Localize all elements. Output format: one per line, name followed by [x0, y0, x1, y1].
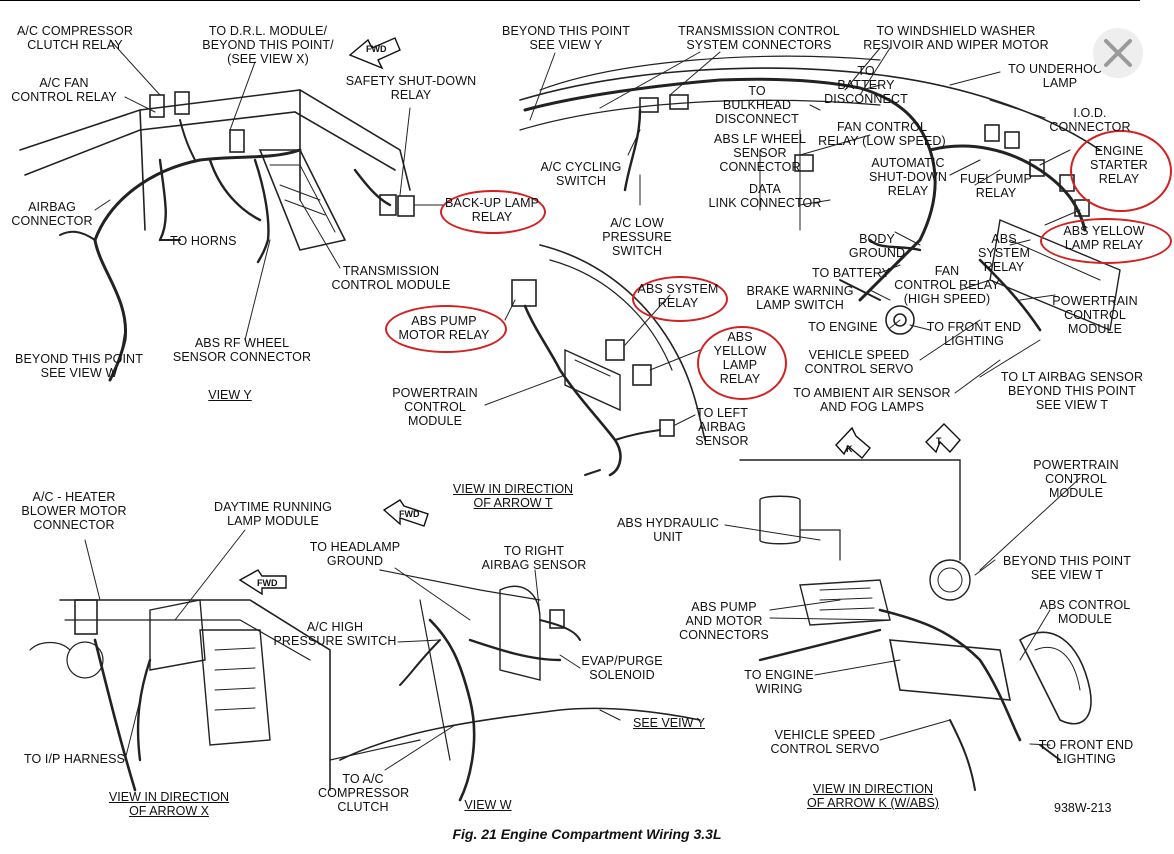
label-to-drl-module: TO D.R.L. MODULE/ BEYOND THIS POINT/ (SE… [202, 24, 334, 66]
label-vehicle-speed-servo-k: VEHICLE SPEED CONTROL SERVO [770, 728, 880, 756]
label-ac-compressor-clutch-relay: A/C COMPRESSOR CLUTCH RELAY [17, 24, 133, 52]
see-view-y-link: SEE VEIW Y [632, 716, 705, 730]
label-abs-system-relay-t: ABS SYSTEM RELAY [978, 232, 1030, 274]
label-abs-lf-wheel-sensor: ABS LF WHEEL SENSOR CONNECTOR [713, 132, 807, 174]
label-drl-module: DAYTIME RUNNING LAMP MODULE [214, 500, 332, 528]
arrow-t-label: T [936, 436, 942, 446]
label-transmission-system-connectors: TRANSMISSION CONTROL SYSTEM CONNECTORS [678, 24, 840, 52]
label-safety-shutdown-relay: SAFETY SHUT-DOWN RELAY [345, 74, 477, 102]
label-beyond-view-t: BEYOND THIS POINT SEE VIEW T [1003, 554, 1131, 582]
view-y-title: VIEW Y [208, 388, 252, 402]
label-backup-lamp-relay: BACK-UP LAMP RELAY [444, 196, 540, 224]
annotation-circle-abs-yellow-lamp-relay-t [1040, 218, 1172, 264]
label-vehicle-speed-servo-t: VEHICLE SPEED CONTROL SERVO [804, 348, 914, 376]
figure-caption: Fig. 21 Engine Compartment Wiring 3.3L [452, 826, 722, 842]
fwd-label: FWD [399, 509, 420, 519]
annotation-circle-abs-pump-motor-relay [385, 305, 507, 353]
fwd-label: FWD [257, 578, 278, 588]
label-ac-high-pressure-switch: A/C HIGH PRESSURE SWITCH [273, 620, 397, 648]
figure-code: 938W-213 [1054, 801, 1112, 815]
label-to-windshield-washer: TO WINDSHIELD WASHER RESIVOIR AND WIPER … [863, 24, 1049, 52]
label-abs-control-module: ABS CONTROL MODULE [1039, 598, 1131, 626]
label-body-ground: BODY GROUND [848, 232, 906, 260]
label-to-horns: TO HORNS [170, 234, 237, 248]
label-beyond-view-y: BEYOND THIS POINT SEE VIEW Y [502, 24, 630, 52]
annotation-circle-abs-system-relay [632, 276, 728, 322]
fwd-arrow-icon [238, 37, 961, 596]
label-to-bulkhead-disconnect: TO BULKHEAD DISCONNECT [715, 84, 799, 126]
label-to-underhood-lamp: TO UNDERHOOD LAMP [1008, 62, 1112, 90]
label-abs-pump-motor-connectors: ABS PUMP AND MOTOR CONNECTORS [679, 600, 769, 642]
label-to-front-end-lighting-t: TO FRONT END LIGHTING [926, 320, 1022, 348]
label-to-lt-airbag-sensor: TO LT AIRBAG SENSOR BEYOND THIS POINT SE… [1000, 370, 1144, 412]
label-to-battery: TO BATTERY [811, 266, 891, 280]
label-airbag-connector: AIRBAG CONNECTOR [11, 200, 93, 228]
label-data-link-connector: DATA LINK CONNECTOR [708, 182, 822, 210]
label-abs-system-relay-c: ABS SYSTEM RELAY [637, 282, 719, 310]
label-ac-cycling-switch: A/C CYCLING SWITCH [540, 160, 622, 188]
view-arrow-t-title: VIEW IN DIRECTION OF ARROW T [452, 482, 574, 510]
close-button[interactable] [1093, 28, 1143, 78]
label-engine-starter-relay: ENGINE STARTER RELAY [1090, 144, 1148, 186]
label-fan-control-relay-high: FAN CONTROL RELAY (HIGH SPEED) [894, 264, 1000, 306]
label-to-battery-disconnect: TO BATTERY DISCONNECT [824, 64, 908, 106]
label-to-left-airbag-sensor: TO LEFT AIRBAG SENSOR [695, 406, 749, 448]
label-powertrain-control-module-k: POWERTRAIN CONTROL MODULE [1033, 458, 1119, 500]
label-to-ac-compressor-clutch: TO A/C COMPRESSOR CLUTCH [318, 772, 410, 814]
label-to-ip-harness: TO I/P HARNESS [24, 752, 125, 766]
label-automatic-shutdown-relay: AUTOMATIC SHUT-DOWN RELAY [869, 156, 947, 198]
label-ac-low-pressure-switch: A/C LOW PRESSURE SWITCH [602, 216, 672, 258]
label-fuel-pump-relay: FUEL PUMP RELAY [960, 172, 1032, 200]
label-powertrain-control-module-t: POWERTRAIN CONTROL MODULE [1052, 294, 1138, 336]
label-pcm-center: POWERTRAIN CONTROL MODULE [392, 386, 478, 428]
label-ac-heater-blower-connector: A/C - HEATER BLOWER MOTOR CONNECTOR [21, 490, 127, 532]
view-arrow-x-title: VIEW IN DIRECTION OF ARROW X [108, 790, 230, 818]
label-to-headlamp-ground: TO HEADLAMP GROUND [309, 540, 401, 568]
fwd-label: FWD [366, 44, 387, 54]
arrow-k-label: K [846, 444, 853, 454]
label-fan-control-relay-low: FAN CONTROL RELAY (LOW SPEED) [818, 120, 946, 148]
view-w-title: VIEW W [464, 798, 512, 812]
label-transmission-control-module: TRANSMISSION CONTROL MODULE [331, 264, 451, 292]
label-abs-yellow-lamp-relay-c: ABS YELLOW LAMP RELAY [713, 330, 767, 386]
label-ac-fan-control-relay: A/C FAN CONTROL RELAY [11, 76, 117, 104]
label-abs-yellow-lamp-relay-t: ABS YELLOW LAMP RELAY [1063, 224, 1145, 252]
top-border [0, 0, 1140, 1]
arrow-direction-labels: FWD FWD FWD K T [257, 44, 942, 588]
label-abs-hydraulic-unit: ABS HYDRAULIC UNIT [616, 516, 720, 544]
annotation-circle-backup-lamp-relay [440, 190, 546, 234]
label-abs-rf-wheel-sensor: ABS RF WHEEL SENSOR CONNECTOR [172, 336, 312, 364]
annotation-circle-abs-yellow-lamp-relay-c [697, 326, 787, 400]
label-to-ambient-air-sensor: TO AMBIENT AIR SENSOR AND FOG LAMPS [793, 386, 951, 414]
label-abs-pump-motor-relay: ABS PUMP MOTOR RELAY [398, 314, 490, 342]
label-to-right-airbag-sensor: TO RIGHT AIRBAG SENSOR [481, 544, 587, 572]
close-x-icon [1104, 39, 1132, 67]
label-to-engine: TO ENGINE [808, 320, 878, 334]
label-brake-warning-switch: BRAKE WARNING LAMP SWITCH [746, 284, 854, 312]
label-to-engine-wiring: TO ENGINE WIRING [744, 668, 814, 696]
label-to-front-end-lighting-k: TO FRONT END LIGHTING [1038, 738, 1134, 766]
label-evap-purge-solenoid: EVAP/PURGE SOLENOID [581, 654, 663, 682]
annotation-circle-engine-starter-relay [1070, 130, 1172, 212]
label-beyond-view-w: BEYOND THIS POINT SEE VIEW W [15, 352, 143, 380]
label-iod-connector: I.O.D. CONNECTOR [1049, 106, 1131, 134]
view-arrow-k-title: VIEW IN DIRECTION OF ARROW K (W/ABS) [807, 782, 939, 810]
